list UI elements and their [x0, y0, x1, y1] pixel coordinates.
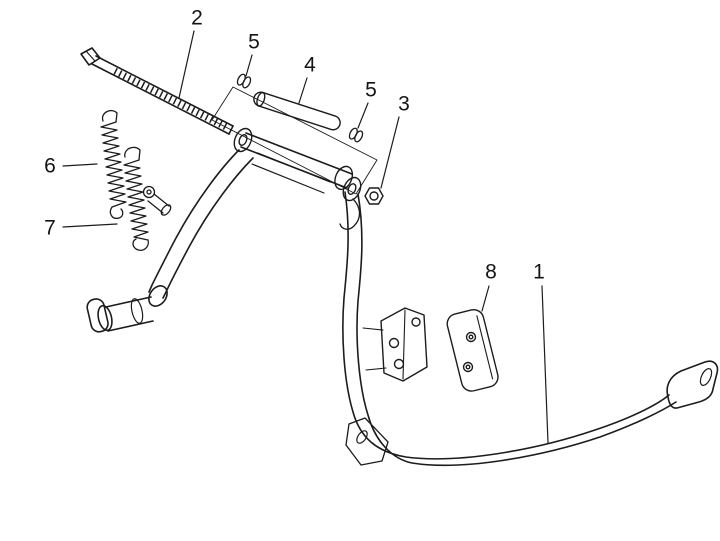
- spacer-tube-drawing: [253, 91, 341, 131]
- part-label-6-5: 6: [44, 154, 56, 178]
- part-label-3-4: 3: [398, 92, 410, 116]
- part-label-2-0: 2: [191, 6, 203, 30]
- leader-line-5-1: [245, 54, 253, 77]
- leader-line-4-2: [298, 77, 308, 104]
- leader-line-7-6: [62, 223, 118, 228]
- part-label-4-2: 4: [304, 53, 316, 77]
- mount-bracket-drawing: [362, 307, 428, 382]
- part-label-8-7: 8: [485, 260, 497, 284]
- rubber-pad-drawing: [446, 308, 499, 392]
- spring-drawing-6: [100, 109, 127, 219]
- leader-line-3-4: [380, 116, 400, 189]
- leader-line-8-7: [481, 285, 490, 312]
- part-label-5-1: 5: [248, 30, 260, 54]
- leader-line-1-8: [541, 285, 549, 444]
- leader-line-2-0: [178, 30, 195, 99]
- washer-drawing-b: [348, 127, 364, 143]
- part-label-7-6: 7: [44, 216, 56, 240]
- spring-drawing-7: [123, 146, 149, 251]
- spring-post-drawing: [142, 185, 172, 216]
- part-label-5-3: 5: [365, 78, 377, 102]
- leader-lines: [62, 30, 549, 444]
- nut-drawing: [364, 187, 384, 205]
- center-stand-frame-drawing: [86, 149, 719, 467]
- alignment-box: [211, 86, 378, 195]
- part-label-1-8: 1: [533, 260, 545, 284]
- leader-line-6-5: [62, 163, 98, 167]
- leader-line-5-3: [357, 102, 369, 129]
- washer-drawing-a: [236, 73, 252, 89]
- pivot-crossbar-drawing: [233, 127, 362, 202]
- hex-bolt-drawing: [80, 47, 234, 135]
